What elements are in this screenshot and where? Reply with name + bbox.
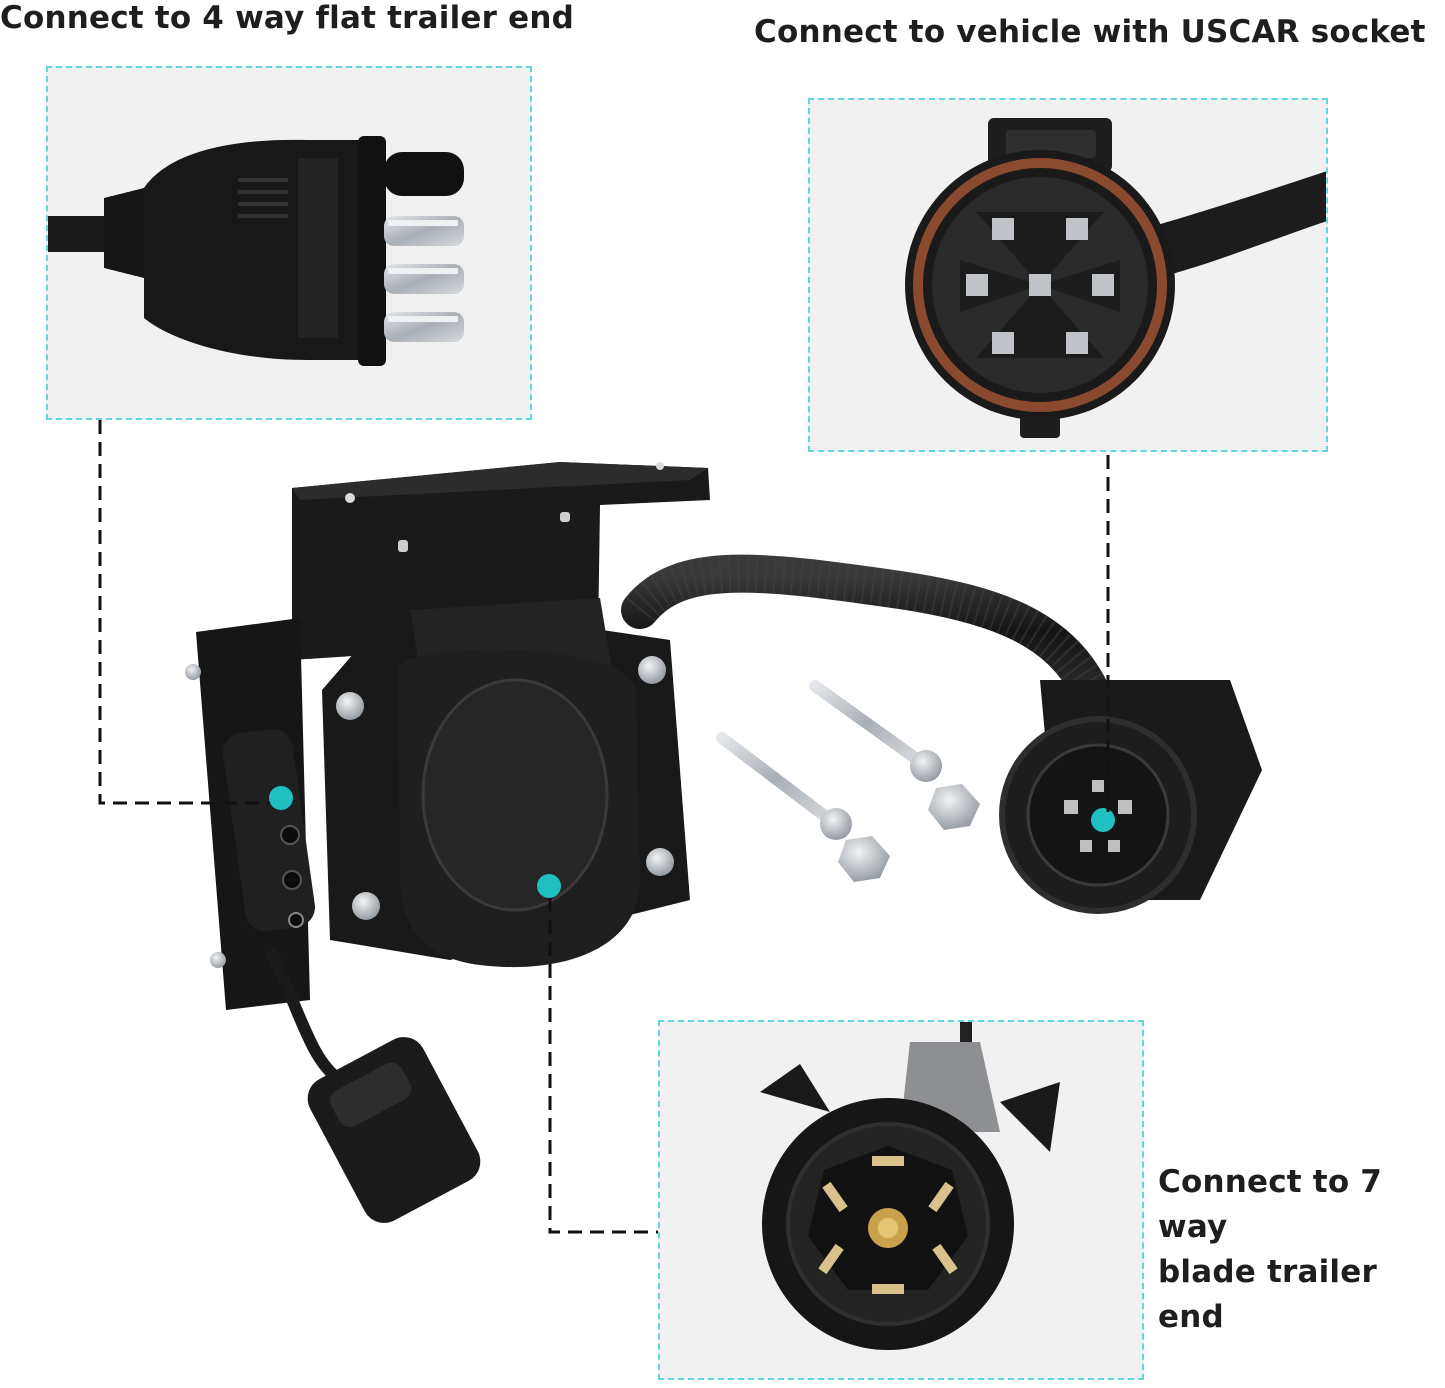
inset-4-way-flat-plug — [46, 66, 532, 420]
marker-dot-7-way — [537, 874, 561, 898]
caption-7-way-line-1: Connect to 7 way — [1158, 1164, 1383, 1245]
marker-dot-uscar — [1091, 808, 1115, 832]
seven-way-plug-image — [760, 1022, 1060, 1350]
cable-harness — [621, 554, 1109, 709]
four-way-dust-cap — [264, 947, 481, 1223]
caption-7-way-blade: Connect to 7 way blade trailer end — [1158, 1160, 1443, 1340]
caption-4-way-flat: Connect to 4 way flat trailer end — [0, 0, 574, 36]
seven-way-socket-housing — [322, 598, 690, 968]
mounting-bolt-1 — [716, 732, 852, 840]
inset-uscar-socket — [808, 98, 1328, 452]
uscar-plug — [999, 680, 1262, 914]
hex-nut-1 — [838, 836, 890, 882]
mounting-bolt-2 — [809, 680, 942, 782]
inset-7-way-blade-plug — [658, 1020, 1144, 1380]
four-way-plug-image — [48, 136, 464, 366]
marker-dot-4-way — [269, 786, 293, 810]
caption-7-way-line-2: blade trailer end — [1158, 1254, 1377, 1335]
hex-nut-2 — [928, 784, 980, 830]
uscar-socket-image — [905, 118, 1326, 438]
caption-uscar-socket: Connect to vehicle with USCAR socket — [754, 14, 1426, 50]
